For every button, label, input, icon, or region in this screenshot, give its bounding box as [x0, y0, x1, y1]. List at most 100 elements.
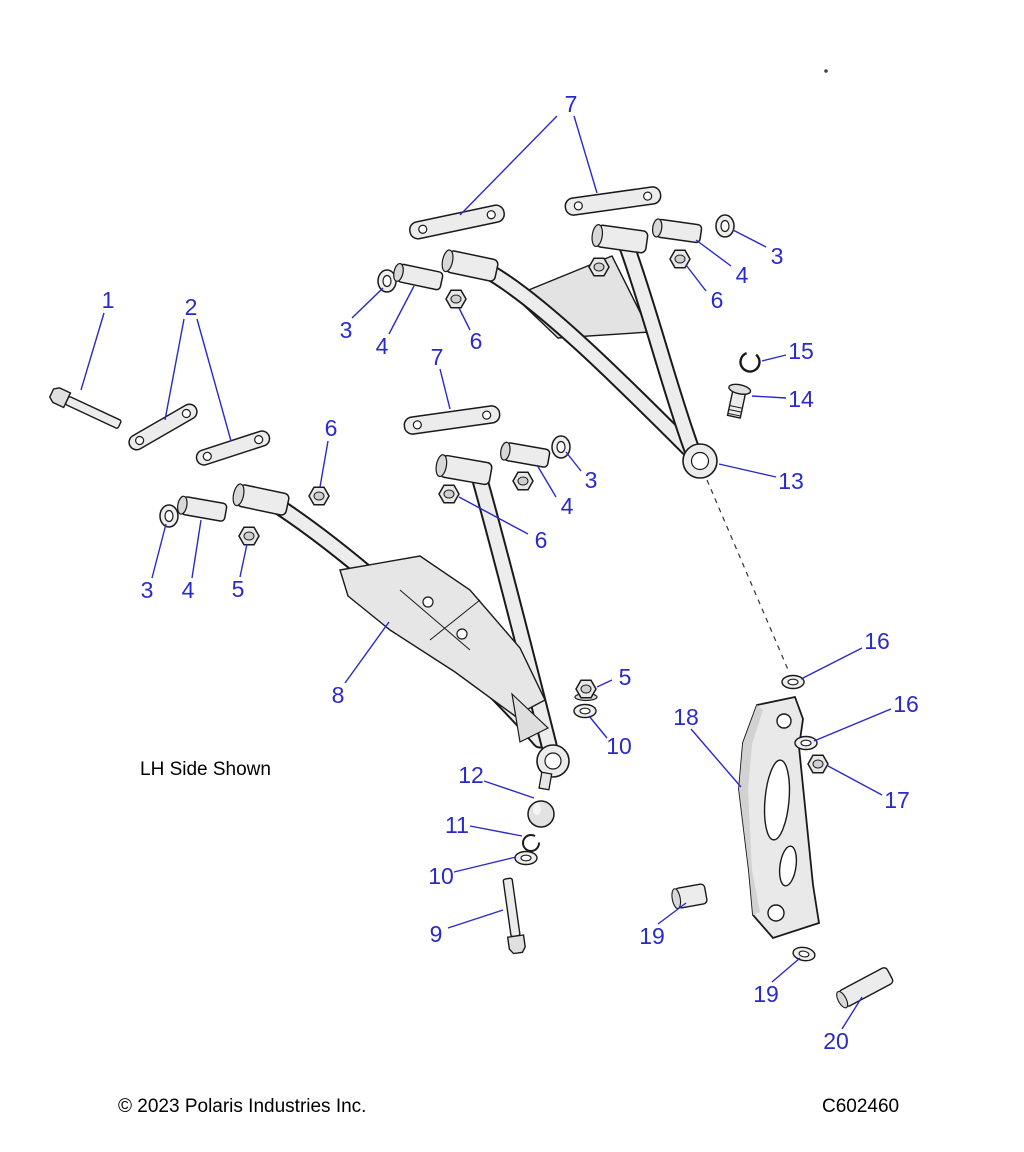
- callout-number-16: 16: [893, 691, 919, 717]
- callout-number-5: 5: [232, 576, 245, 602]
- callout-number-19: 19: [753, 981, 779, 1007]
- callout-number-14: 14: [788, 386, 814, 412]
- nut-upper-rear: [669, 249, 691, 269]
- callout-leader-7: [459, 115, 558, 216]
- callout-leader-15: [761, 354, 787, 362]
- washer-knuckle-mid: [794, 735, 818, 751]
- mount-strap-rear: [563, 185, 663, 217]
- bolt-pivot: [47, 385, 124, 433]
- callout-number-7: 7: [565, 91, 578, 117]
- copyright: © 2023 Polaris Industries Inc.: [118, 1096, 366, 1117]
- callout-leader-6: [319, 440, 329, 488]
- nut-lower-rear-b: [438, 484, 460, 504]
- bushing-knuckle: [671, 883, 708, 910]
- callout-leader-1: [80, 312, 105, 391]
- upper-arm-rear-sleeve: [590, 223, 650, 255]
- callout-leader-19: [657, 902, 687, 925]
- link-bracket-a: [125, 400, 201, 454]
- callout-number-5: 5: [619, 664, 632, 690]
- callout-number-6: 6: [711, 287, 724, 313]
- stray-dot: [824, 69, 828, 73]
- nut-upper-front: [445, 289, 467, 309]
- callout-leader-3: [732, 229, 767, 248]
- callout-leader-17: [827, 765, 883, 796]
- callout-leader-19: [771, 957, 801, 983]
- callout-number-8: 8: [332, 682, 345, 708]
- washer-knuckle-top: [781, 674, 805, 690]
- bushing-lower-rear: [498, 440, 551, 469]
- upper-arm-front-sleeve: [439, 248, 500, 283]
- callout-leader-6: [685, 264, 707, 292]
- callout-leader-4: [695, 239, 732, 267]
- callout-leader-3: [565, 451, 582, 472]
- callout-number-11: 11: [445, 812, 469, 838]
- washer-knuckle-bottom: [791, 944, 817, 964]
- upper-control-arm: [439, 223, 718, 479]
- callout-leader-5: [239, 543, 248, 578]
- snap-ring-upper: [739, 351, 761, 373]
- callout-leader-16: [800, 647, 863, 680]
- lower-arm-gusset: [339, 555, 546, 717]
- nut-knuckle: [807, 754, 829, 774]
- bolt-ball-joint: [498, 876, 527, 955]
- callout-number-16: 16: [864, 628, 890, 654]
- nut-lower-rear-a: [512, 471, 534, 491]
- callout-number-4: 4: [561, 493, 574, 519]
- bushing-upper-rear: [650, 217, 703, 244]
- callout-leader-2: [164, 318, 185, 421]
- callout-number-1: 1: [102, 287, 115, 313]
- callout-number-7: 7: [431, 344, 444, 370]
- ball-joint-lower: [527, 771, 555, 828]
- snap-ring-lower: [522, 834, 540, 852]
- callout-number-4: 4: [376, 333, 389, 359]
- callout-leader-11: [469, 825, 523, 837]
- callout-number-6: 6: [325, 415, 338, 441]
- knuckle: [738, 695, 821, 940]
- callout-leader-7: [439, 368, 451, 410]
- lower-arm-rear-sleeve: [433, 453, 494, 486]
- nut-lower-front: [238, 526, 260, 546]
- callout-number-19: 19: [639, 923, 665, 949]
- mount-strap-front: [407, 202, 507, 242]
- callout-number-10: 10: [606, 733, 632, 759]
- callout-number-4: 4: [182, 577, 195, 603]
- callout-number-20: 20: [823, 1028, 849, 1054]
- callout-number-9: 9: [430, 921, 443, 947]
- callout-leader-16: [813, 708, 892, 742]
- exploded-parts-art: [47, 69, 894, 1009]
- callout-leader-4: [388, 285, 415, 335]
- callout-leader-4: [191, 519, 202, 579]
- callout-number-12: 12: [458, 762, 484, 788]
- callout-number-3: 3: [585, 467, 598, 493]
- callout-leader-20: [841, 996, 863, 1030]
- drawing-number: C602460: [822, 1096, 899, 1117]
- mount-strap-lower: [402, 404, 502, 436]
- callout-leader-14: [751, 395, 787, 399]
- callout-leader-6: [458, 307, 471, 331]
- callout-leader-8: [344, 621, 390, 684]
- washer-flat-lower: [514, 850, 538, 866]
- nut-upper-mid: [588, 257, 610, 277]
- ball-joint-stud-upper: [726, 383, 752, 419]
- callout-number-10: 10: [428, 863, 454, 889]
- spacer-tube: [836, 967, 894, 1009]
- bushing-upper-front: [391, 261, 445, 292]
- lower-arm-front-sleeve: [230, 482, 291, 517]
- callout-number-6: 6: [535, 527, 548, 553]
- callout-number-4: 4: [736, 262, 749, 288]
- callout-number-3: 3: [771, 243, 784, 269]
- callout-leader-9: [447, 909, 504, 929]
- callout-number-13: 13: [778, 468, 804, 494]
- washer-lower-front: [159, 504, 179, 528]
- callout-leader-18: [690, 728, 742, 788]
- callout-number-15: 15: [788, 338, 814, 364]
- callout-number-17: 17: [884, 787, 910, 813]
- assembly-axis-dashed-line: [706, 479, 790, 673]
- callout-leader-5: [596, 679, 613, 688]
- callout-leader-13: [718, 463, 777, 478]
- callout-leader-6: [458, 496, 529, 535]
- callout-number-6: 6: [470, 328, 483, 354]
